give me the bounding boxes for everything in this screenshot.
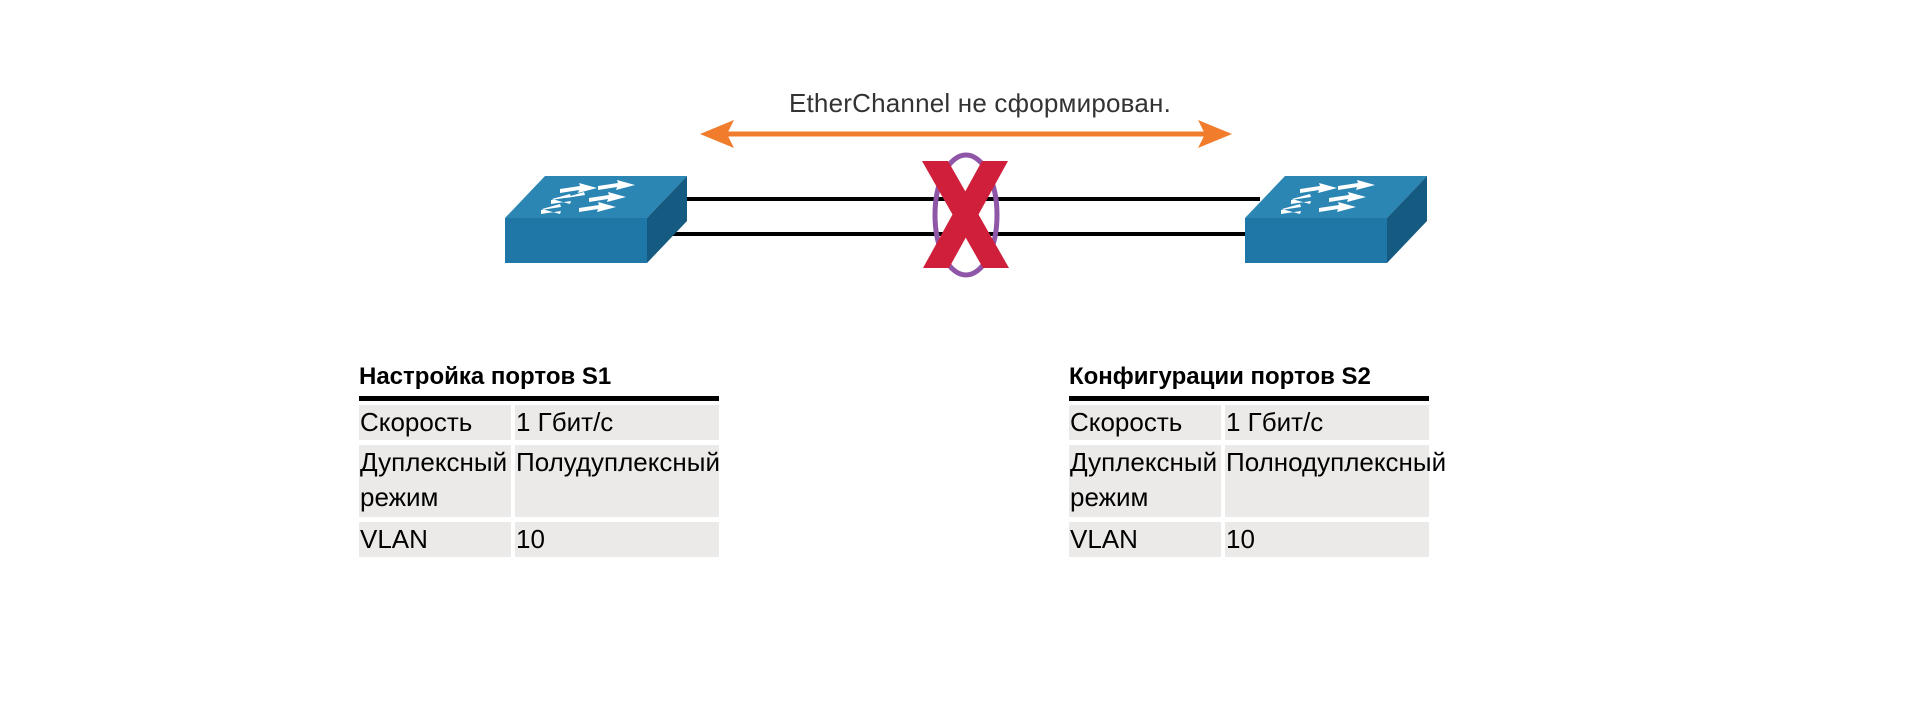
row-value: Полудуплексный <box>515 445 720 517</box>
row-label: Скорость <box>359 405 511 440</box>
row-value: Полнодуплексный <box>1225 445 1446 517</box>
row-label: Дуплексный режим <box>359 445 511 517</box>
table-row: VLAN 10 <box>1069 522 1429 557</box>
table-row: Скорость 1 Гбит/с <box>1069 405 1429 440</box>
table-row: Дуплексный режим Полудуплексный <box>359 445 720 517</box>
failure-x-icon <box>922 161 1009 268</box>
table-title: Настройка портов S1 <box>359 362 719 401</box>
s1-port-settings-table: Настройка портов S1 Скорость 1 Гбит/с Ду… <box>359 362 720 562</box>
row-value: 1 Гбит/с <box>1225 405 1429 440</box>
s2-port-settings-table: Конфигурации портов S2 Скорость 1 Гбит/с… <box>1069 362 1446 562</box>
table-row: VLAN 10 <box>359 522 719 557</box>
table-row: Дуплексный режим Полнодуплексный <box>1069 445 1446 517</box>
etherchannel-bundle-icon <box>932 152 1000 278</box>
table-row: Скорость 1 Гбит/с <box>359 405 719 440</box>
row-value: 10 <box>515 522 719 557</box>
row-label: VLAN <box>359 522 511 557</box>
bidirectional-arrow-icon <box>700 120 1232 148</box>
row-value: 10 <box>1225 522 1429 557</box>
switch-s2-icon <box>1245 176 1427 263</box>
row-label: Скорость <box>1069 405 1221 440</box>
row-label: VLAN <box>1069 522 1221 557</box>
switch-s1-icon <box>505 176 687 263</box>
row-value: 1 Гбит/с <box>515 405 719 440</box>
row-label: Дуплексный режим <box>1069 445 1221 517</box>
etherchannel-status-caption: EtherChannel не сформирован. <box>788 88 1172 118</box>
table-title: Конфигурации портов S2 <box>1069 362 1429 401</box>
